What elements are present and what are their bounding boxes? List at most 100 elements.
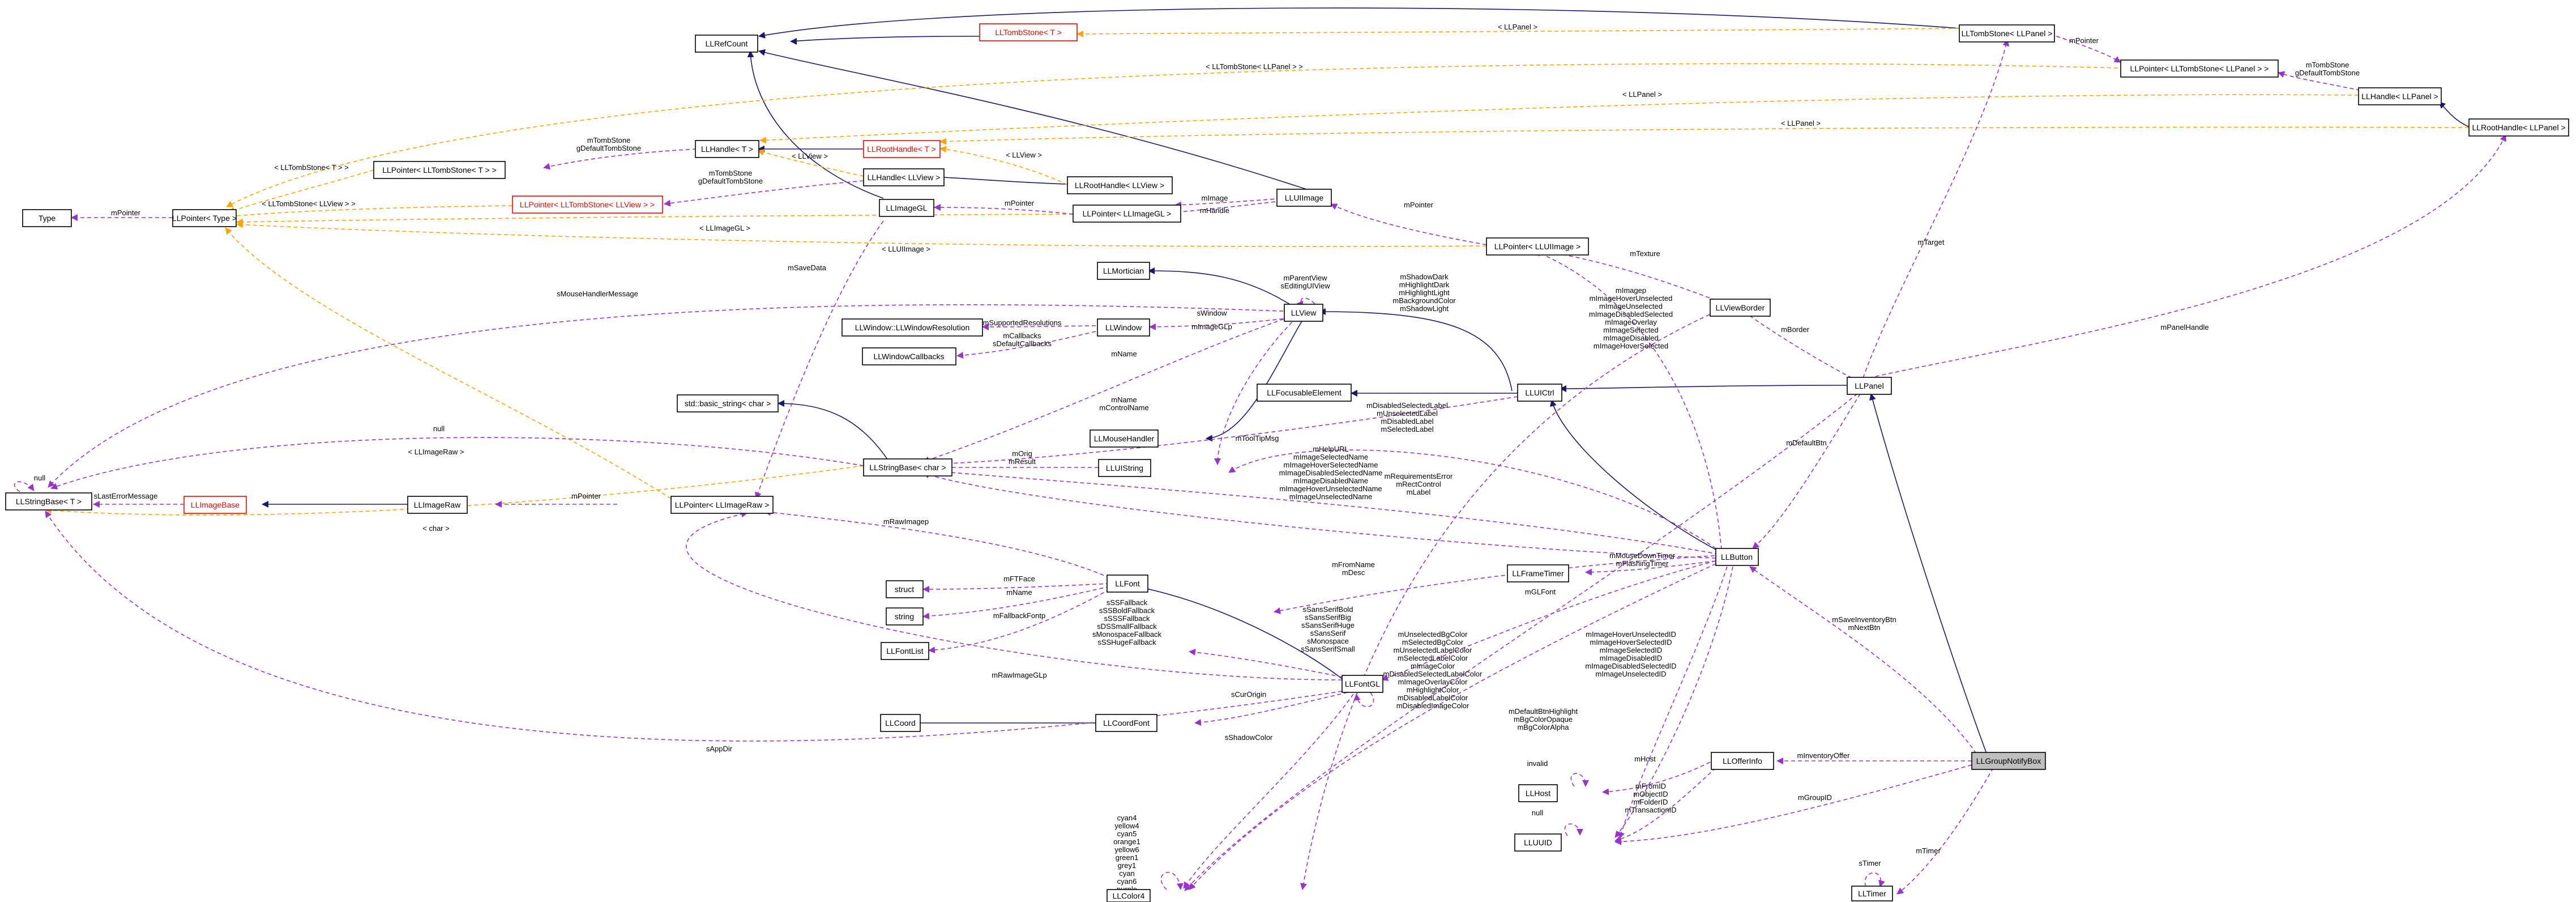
edge-label: sMonospaceFallback: [1092, 630, 1162, 639]
node-llgroupnotifybox[interactable]: LLGroupNotifyBox: [1971, 752, 2046, 770]
edge-inherit-tombstone-llpanel-refcount: [758, 7, 1960, 39]
node-label: LLImageGL: [886, 203, 927, 212]
edge-label: mImagep: [1616, 286, 1646, 295]
node-llcolor4[interactable]: LLColor4: [1107, 889, 1151, 902]
edge-inherit-tombstone-t-refcount: [790, 36, 980, 45]
node-llimagegl[interactable]: LLImageGL: [879, 199, 934, 217]
edge-label: mShadowLight: [1400, 304, 1449, 313]
edge-tpl-handle-llpanel: [759, 94, 2359, 144]
edge-use-view-name: [922, 314, 1297, 463]
node-llmortician[interactable]: LLMortician: [1097, 262, 1150, 280]
node-llstringbase-char[interactable]: LLStringBase< char >: [863, 458, 952, 476]
node-llpointer-lltombstone-llview[interactable]: LLPointer< LLTombStone< LLView > >: [512, 195, 663, 214]
node-label: LLTombStone< T >: [995, 28, 1062, 37]
edge-label: mParentView: [1283, 274, 1327, 282]
node-lluistring[interactable]: LLUIString: [1098, 459, 1151, 477]
edge-use-groupnotify-uuid: [1614, 764, 1972, 845]
node-llview[interactable]: LLView: [1284, 304, 1323, 322]
node-llhost[interactable]: LLHost: [1518, 784, 1558, 802]
edge-label: mImageSelectedID: [1600, 646, 1663, 654]
node-llimageraw[interactable]: LLImageRaw: [407, 496, 468, 514]
node-llcoord[interactable]: LLCoord: [880, 714, 921, 732]
node-label: LLHandle< LLPanel >: [2361, 92, 2438, 101]
node-llbutton[interactable]: LLButton: [1715, 548, 1759, 566]
node-llpointer-lltombstone-llpanel[interactable]: LLPointer< LLTombStone< LLPanel > >: [2120, 59, 2279, 78]
node-label: LLHandle< LLView >: [868, 173, 941, 182]
edge-label: mOrig: [1012, 449, 1032, 458]
edge-use-pointer-lluiimage: [1330, 203, 1487, 245]
node-llhandle-llpanel[interactable]: LLHandle< LLPanel >: [2358, 87, 2442, 105]
node-llviewborder[interactable]: LLViewBorder: [1710, 299, 1771, 317]
edge-label: mObjectID: [1633, 790, 1668, 798]
edge-label: mFlashingTimer: [1616, 559, 1669, 568]
edge-label: mImageHoverUnselected: [1590, 294, 1673, 303]
node-lltimer[interactable]: LLTimer: [1851, 886, 1893, 901]
node-llroothandle-llpanel[interactable]: LLRootHandle< LLPanel >: [2468, 118, 2569, 137]
node-llfocusableelement[interactable]: LLFocusableElement: [1257, 384, 1352, 402]
edge-use-button-helpurl: [922, 467, 1719, 555]
edge-label: mBgColorAlpha: [1517, 723, 1569, 731]
edge-use-window-resolution: [982, 323, 1096, 330]
node-llwindowcallbacks[interactable]: LLWindowCallbacks: [862, 347, 956, 365]
node-llmousehandler[interactable]: LLMouseHandler: [1090, 429, 1159, 448]
edge-label: mImageDisabled: [1603, 334, 1659, 342]
edge-label: mImageColor: [1411, 662, 1455, 670]
node-llstringbase-t[interactable]: LLStringBase< T >: [5, 492, 92, 510]
edge-label: mHighlightDark: [1399, 280, 1450, 289]
node-llroothandle-llview[interactable]: LLRootHandle< LLView >: [1067, 176, 1173, 194]
node-llwindow-llwindowresolution[interactable]: LLWindow::LLWindowResolution: [841, 318, 983, 337]
node-llrefcount[interactable]: LLRefCount: [695, 35, 758, 53]
node-struct[interactable]: struct: [886, 580, 924, 598]
node-llfont[interactable]: LLFont: [1107, 575, 1148, 593]
edge-label: mCallbacks: [1003, 331, 1041, 340]
edge-label: mFallbackFontp: [993, 611, 1045, 620]
node-lluuid[interactable]: LLUUID: [1514, 833, 1562, 852]
edge-label: sDefaultCallbacks: [993, 339, 1052, 348]
node-label: LLColor4: [1113, 891, 1145, 900]
node-label: struct: [895, 585, 914, 594]
node-llpanel[interactable]: LLPanel: [1847, 377, 1892, 395]
node-label: LLHandle< T >: [701, 144, 753, 154]
edge-label: < LLPanel >: [1622, 90, 1662, 99]
node-lluiimage[interactable]: LLUIImage: [1276, 189, 1332, 207]
node-llfontlist[interactable]: LLFontList: [881, 642, 929, 660]
edge-tpl-pointer-tombstone-llview: [230, 205, 513, 219]
node-label: LLWindowCallbacks: [873, 352, 944, 361]
node-llhandle-t[interactable]: LLHandle< T >: [695, 140, 759, 158]
node-llpointer-llimageraw[interactable]: LLPointer< LLImageRaw >: [670, 496, 774, 514]
node-lltombstone-llpanel[interactable]: LLTombStone< LLPanel >: [1959, 24, 2055, 42]
node-llcoordfont[interactable]: LLCoordFont: [1095, 714, 1157, 732]
node-lluictrl[interactable]: LLUICtrl: [1517, 384, 1562, 402]
node-string[interactable]: string: [886, 607, 924, 626]
node-label: LLPointer< LLTombStone< LLView > >: [520, 200, 655, 209]
edge-use-saveimage: [755, 220, 884, 499]
edge-label: mTimer: [1916, 846, 1941, 855]
edge-label: mPointer: [2069, 36, 2099, 45]
node-llpointer-llimagegl[interactable]: LLPointer< LLImageGL >: [1073, 205, 1181, 223]
edge-use-button-fromname: [1274, 555, 1722, 614]
node-llpointer-lluiimage[interactable]: LLPointer< LLUIImage >: [1486, 237, 1589, 256]
edge-label: mHost: [1634, 755, 1656, 763]
edge-label: mHighlightColor: [1407, 686, 1459, 694]
node-llwindow[interactable]: LLWindow: [1097, 318, 1150, 337]
node-llofferinfo[interactable]: LLOfferInfo: [1711, 752, 1774, 770]
node-llpointer-lltombstone-t[interactable]: LLPointer< LLTombStone< T > >: [373, 161, 506, 179]
node-llroothandle-t[interactable]: LLRootHandle< T >: [863, 140, 941, 158]
edge-label: yellow6: [1114, 845, 1139, 854]
edge-label: cyan5: [1117, 829, 1137, 838]
edge-label: mGroupID: [1798, 793, 1832, 802]
node-llhandle-llview[interactable]: LLHandle< LLView >: [863, 168, 945, 186]
edge-label: mDisabledSelectedLabelColor: [1383, 670, 1483, 678]
node-llfontgl[interactable]: LLFontGL: [1342, 675, 1383, 693]
node-llimagebase[interactable]: LLImageBase: [183, 496, 247, 514]
node-type[interactable]: Type: [22, 209, 72, 227]
edge-use-colors-self: [1160, 871, 1184, 890]
node-llpointer-type[interactable]: LLPointer< Type >: [172, 209, 237, 227]
node-lltombstone-t[interactable]: LLTombStone< T >: [979, 23, 1078, 41]
edge-label: sSSSFallback: [1104, 614, 1150, 623]
node-std-basic-string-char[interactable]: std::basic_string< char >: [677, 394, 779, 412]
node-label: LLCoord: [885, 718, 916, 727]
node-llframetimer[interactable]: LLFrameTimer: [1507, 564, 1569, 582]
node-label: LLFontGL: [1345, 679, 1380, 688]
edge-inherit-uictrl-view: [1319, 308, 1513, 392]
